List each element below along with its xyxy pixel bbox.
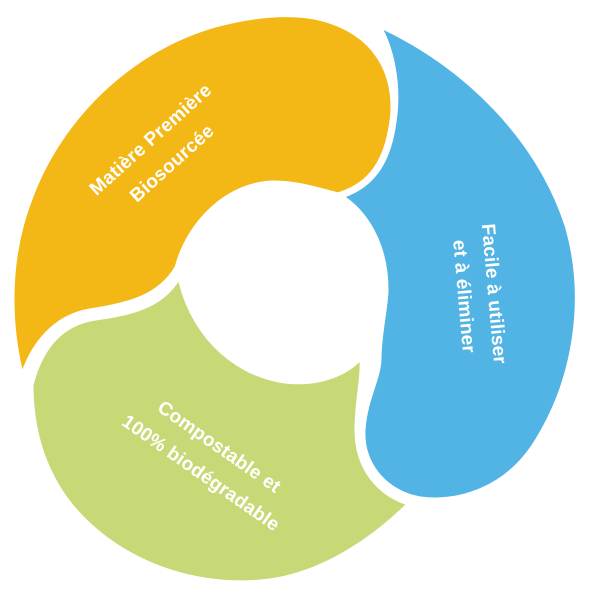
segment-compostable xyxy=(26,268,416,588)
segment-facile xyxy=(334,18,582,505)
